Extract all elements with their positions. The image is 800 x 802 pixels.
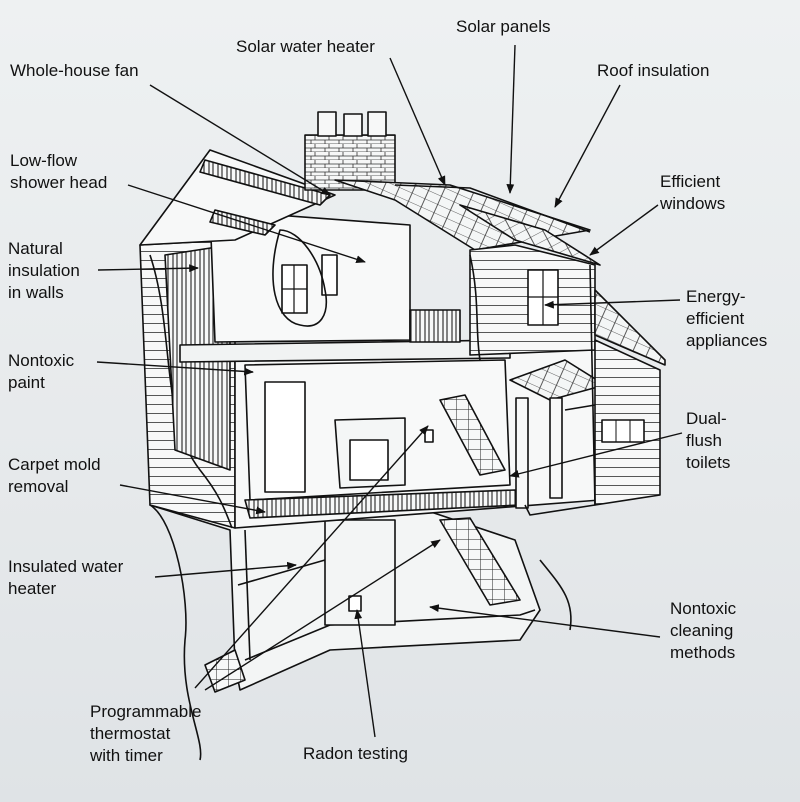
label-roof-insulation: Roof insulation <box>597 61 710 80</box>
roof-rafters <box>199 159 331 206</box>
label-radon-testing: Radon testing <box>303 744 408 763</box>
leader-lines <box>96 44 683 738</box>
label-natural-insulation: Natural insulation in walls <box>8 239 80 302</box>
leader-low-flow-shower-head <box>127 184 366 264</box>
leader-solar-panels <box>506 44 516 194</box>
radon-test-box <box>348 595 362 612</box>
label-whole-house-fan: Whole-house fan <box>10 61 139 80</box>
leader-energy-efficient-appliances <box>544 299 681 309</box>
leader-insulated-water-heater <box>154 561 297 578</box>
interior-stair <box>439 394 506 476</box>
right-wing-roof <box>459 204 601 266</box>
leader-roof-insulation <box>554 84 621 208</box>
radiator <box>409 309 461 343</box>
label-efficient-windows: Efficient windows <box>660 172 726 213</box>
basement-stair <box>439 517 521 606</box>
label-insulated-water-heater: Insulated water heater <box>8 557 124 598</box>
second-floor-slab <box>179 339 511 363</box>
leader-programmable-thermostat-1 <box>194 425 429 689</box>
label-nontoxic-cleaning-methods: Nontoxic cleaning methods <box>670 599 737 662</box>
soil-edge <box>149 504 202 761</box>
label-carpet-mold-removal: Carpet mold removal <box>8 455 101 496</box>
leader-nontoxic-cleaning-methods <box>429 604 661 638</box>
label-solar-water-heater: Solar water heater <box>236 37 375 56</box>
leader-solar-water-heater <box>389 57 446 186</box>
basement-floor <box>244 609 536 661</box>
label-programmable-thermostat: Programmable thermostat with timer <box>90 702 202 765</box>
label-energy-efficient-appliances: Energy- efficient appliances <box>686 287 768 350</box>
leader-radon-testing <box>354 609 376 738</box>
garage-roof <box>594 289 666 366</box>
leader-nontoxic-paint <box>96 361 254 376</box>
shower-curve <box>272 229 327 327</box>
label-solar-panels: Solar panels <box>456 17 551 36</box>
label-low-flow-shower-head: Low-flow shower head <box>10 151 108 192</box>
doorway <box>264 381 306 493</box>
roof-ridge <box>394 184 591 233</box>
house-drawing <box>139 111 666 761</box>
leader-dual-flush-toilets <box>509 432 683 478</box>
garage-window <box>601 419 645 443</box>
label-nontoxic-paint: Nontoxic paint <box>8 351 75 392</box>
thermostat <box>424 429 434 443</box>
leader-whole-house-fan <box>149 84 331 196</box>
leader-efficient-windows <box>589 204 659 256</box>
leader-programmable-thermostat-2 <box>204 539 441 691</box>
label-dual-flush-toilets: Dual- flush toilets <box>686 409 731 472</box>
leader-natural-insulation <box>97 264 199 273</box>
left-gable <box>139 149 336 246</box>
leader-carpet-mold-removal <box>119 484 266 515</box>
